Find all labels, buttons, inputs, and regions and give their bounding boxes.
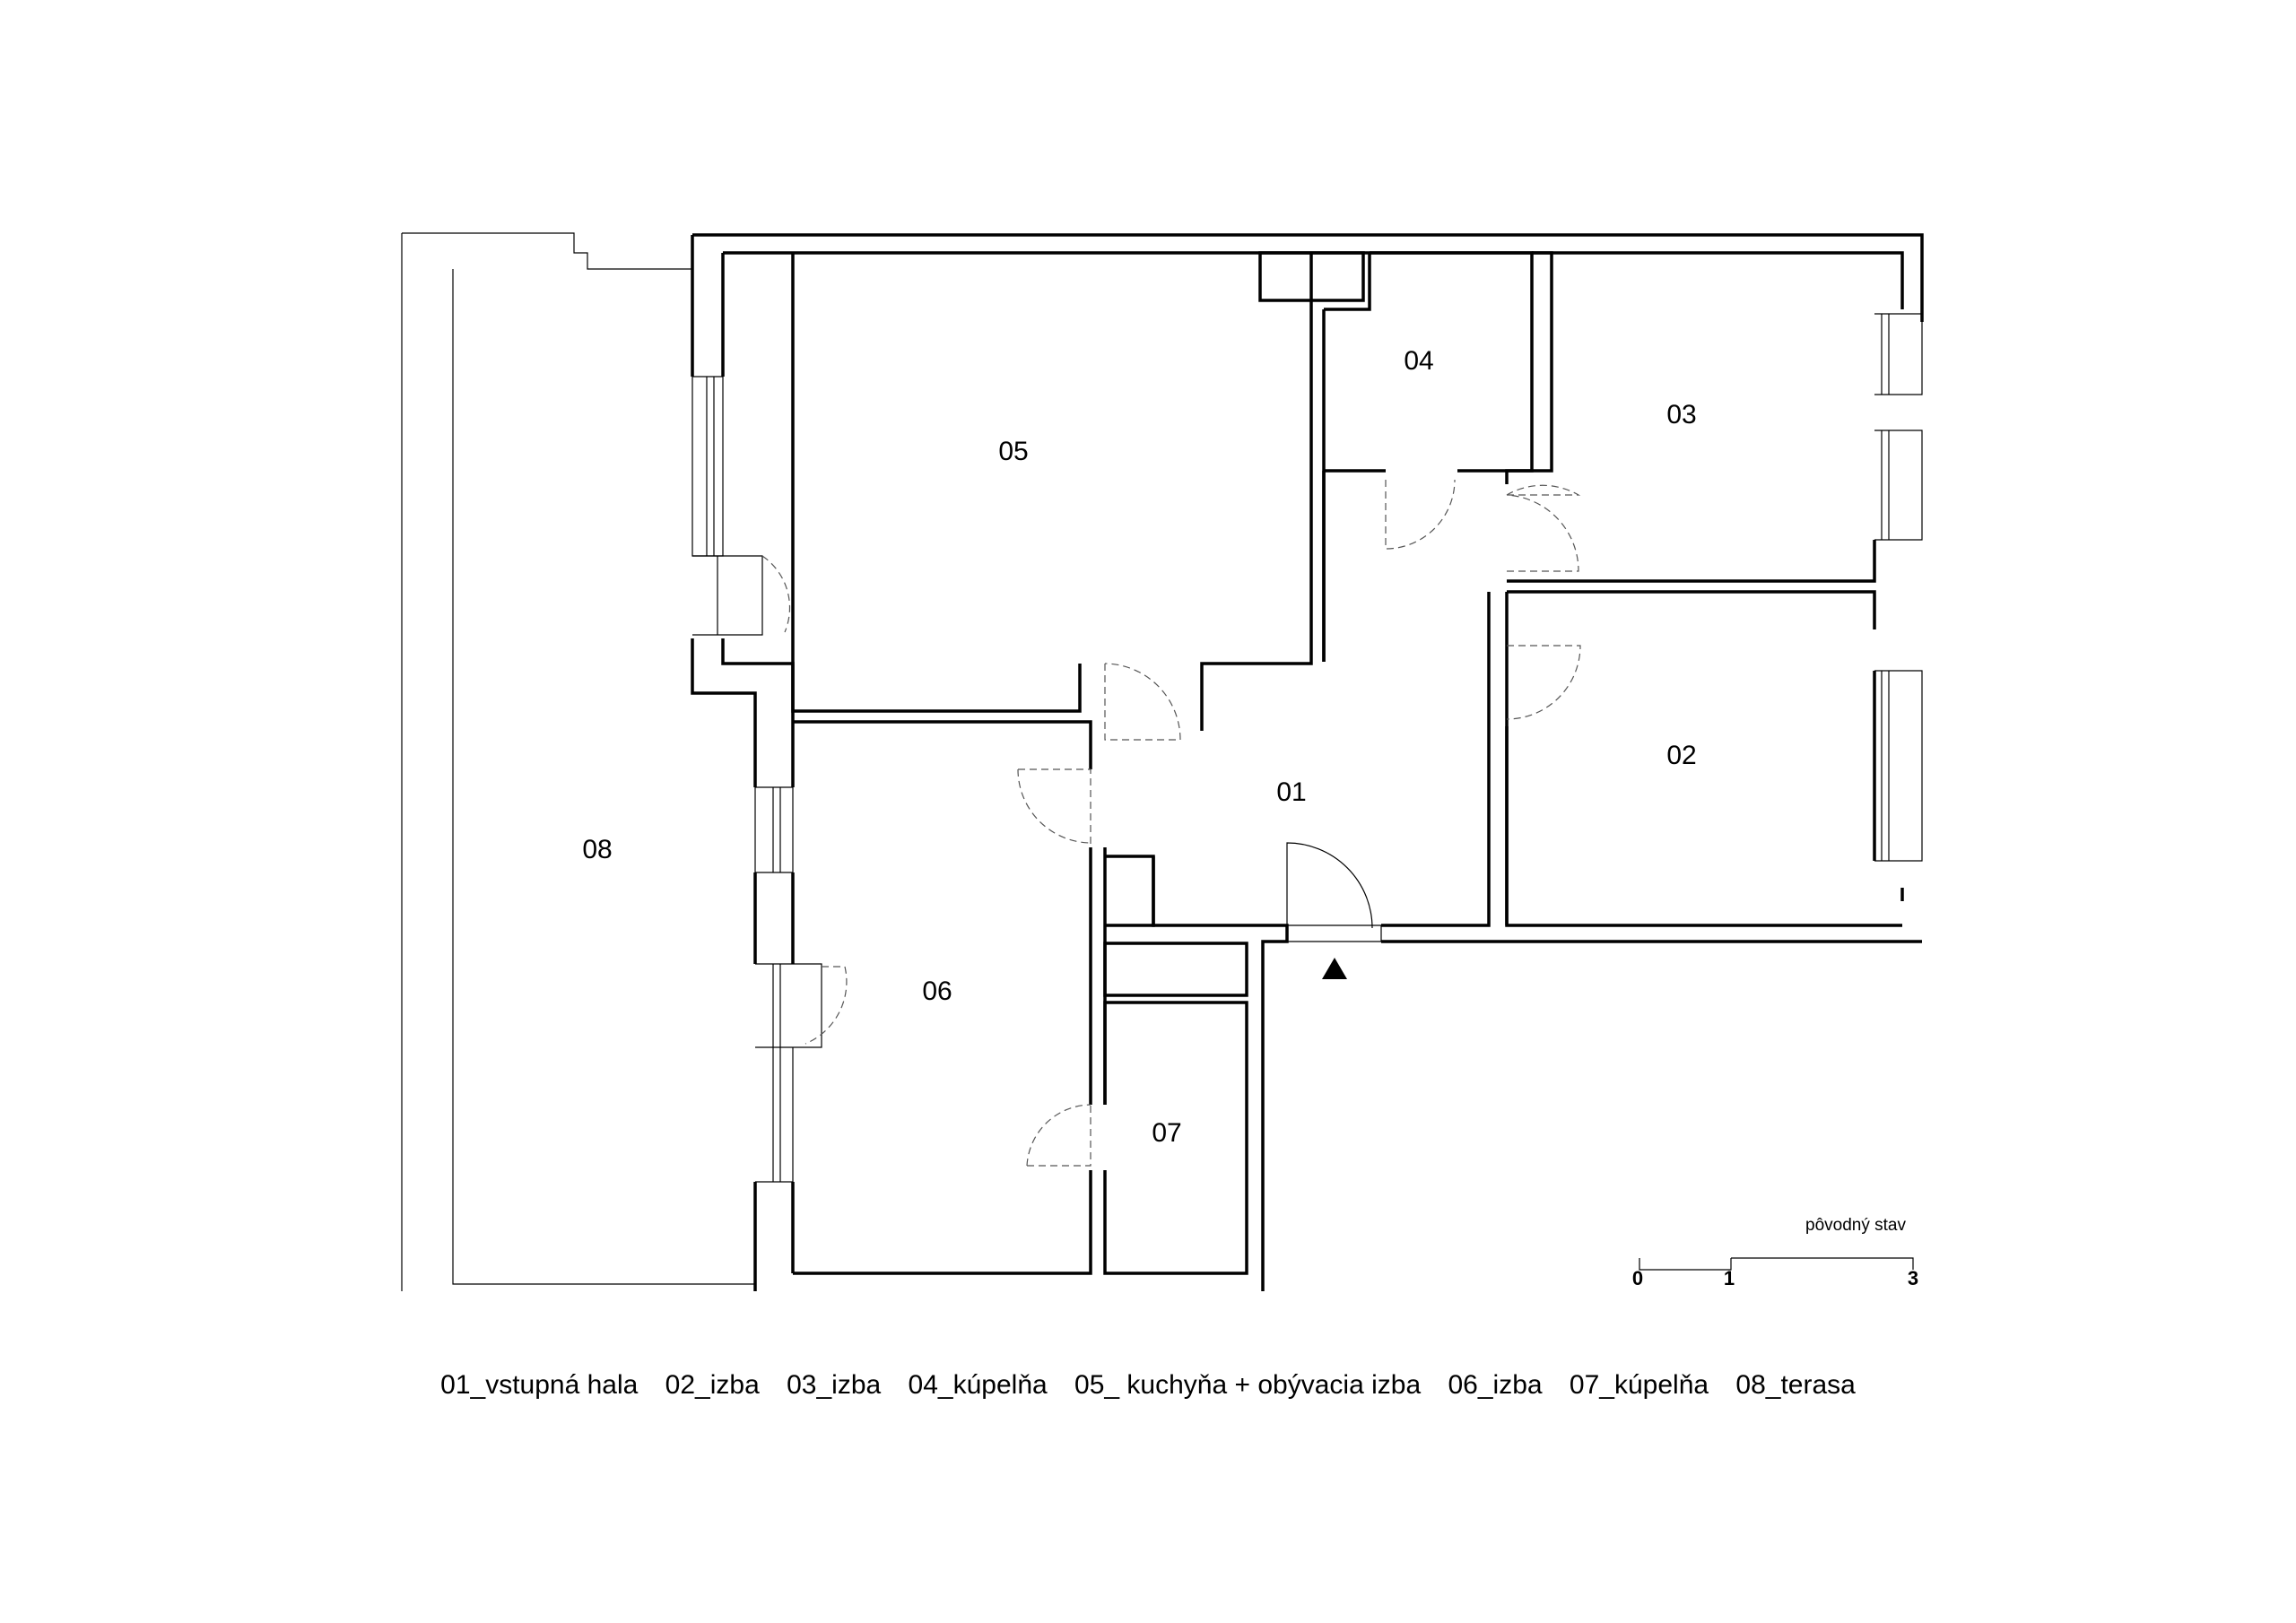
legend-item-05: 05_ kuchyňa + obývacia izba [1074, 1370, 1422, 1400]
window-06-lower [755, 963, 822, 1183]
door-05-terrace [761, 555, 791, 633]
terrace-outline [401, 232, 755, 1291]
wall-room-03 [1505, 251, 1876, 629]
window-03 [1874, 313, 1923, 541]
legend-item-03: 03_izba [787, 1370, 882, 1400]
scale-tick-0: 0 [1632, 1267, 1643, 1289]
door-03 [1506, 484, 1581, 572]
legend-item-06: 06_izba [1448, 1370, 1543, 1400]
room-legend: 01_vstupná hala 02_izba 03_izba 04_kúpel… [0, 1370, 2296, 1401]
scale-tick-1: 1 [1724, 1267, 1735, 1289]
window-05 [691, 376, 724, 557]
wall-outer-left-upper [691, 235, 725, 377]
wall-room-07 [1103, 942, 1248, 1275]
window-06-upper [754, 786, 794, 873]
window-02 [1874, 670, 1923, 862]
legend-item-08: 08_terasa [1735, 1370, 1856, 1400]
room-label-05: 05 [998, 437, 1028, 466]
room-label-08: 08 [582, 835, 612, 864]
entrance-door [1286, 842, 1382, 942]
wall-room-06 [793, 720, 1107, 1275]
room-label-07: 07 [1152, 1118, 1181, 1148]
legend-item-04: 04_kúpelňa [908, 1370, 1048, 1400]
wall-room-05 [791, 253, 1326, 731]
wall-outer-top [692, 233, 1924, 322]
room-label-04: 04 [1404, 346, 1433, 376]
door-02 [1506, 645, 1581, 720]
legend-item-01: 01_vstupná hala [440, 1370, 639, 1400]
wall-outer-left-lower [753, 872, 795, 1291]
window-05-door [692, 555, 763, 636]
room-label-02: 02 [1666, 741, 1696, 770]
wall-outer-left-mid [691, 638, 795, 787]
legend-item-02: 02_izba [665, 1370, 760, 1400]
scale-caption: pôvodný stav [1805, 1216, 1906, 1235]
wall-service-box [1105, 855, 1155, 927]
room-label-01: 01 [1276, 777, 1306, 807]
door-04 [1385, 479, 1456, 550]
wall-room-04 [1322, 251, 1534, 662]
entrance-arrow-icon [1322, 958, 1347, 979]
shaft-04 [1258, 251, 1365, 302]
wall-corridor-bottom [1152, 592, 1922, 1291]
room-label-03: 03 [1666, 400, 1696, 430]
door-07 [1026, 1104, 1091, 1167]
door-05-hall [1104, 663, 1181, 741]
legend-item-07: 07_kúpelňa [1569, 1370, 1709, 1400]
scale-bar [1639, 1257, 1914, 1271]
wall-room-02 [1505, 671, 1904, 925]
window-06-door-swing [804, 966, 848, 1045]
door-06 [1017, 768, 1091, 847]
room-label-06: 06 [922, 976, 952, 1006]
scale-tick-3: 3 [1908, 1267, 1918, 1289]
